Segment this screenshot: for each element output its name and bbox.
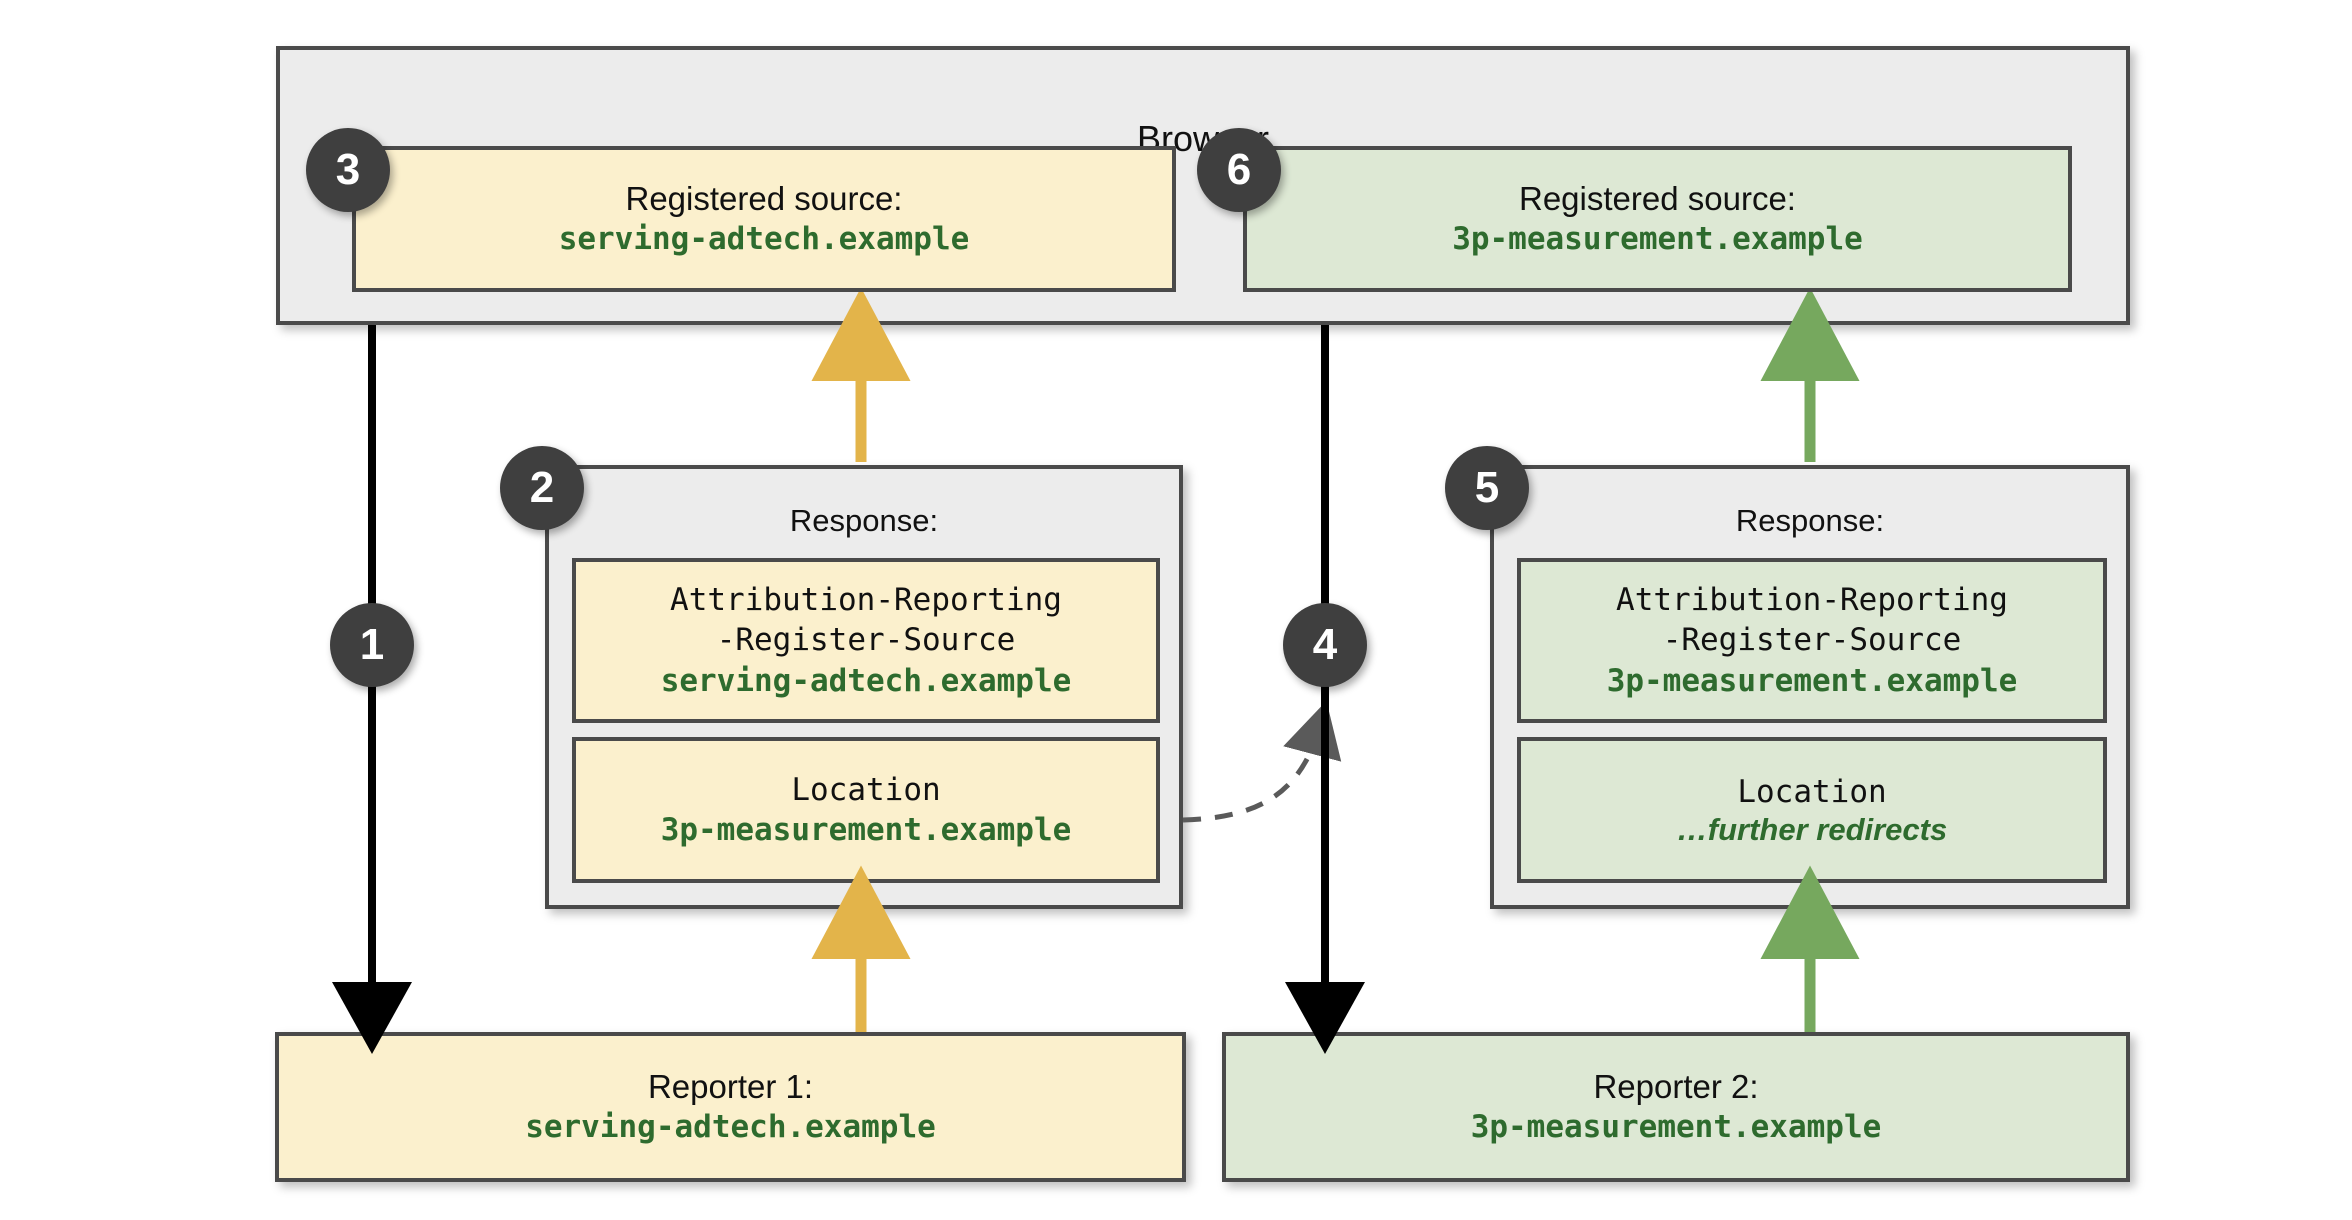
reporter-2-box: Reporter 2: 3p-measurement.example xyxy=(1222,1032,2130,1182)
step-badge-4: 4 xyxy=(1283,603,1367,687)
reporter-1-box: Reporter 1: serving-adtech.example xyxy=(275,1032,1186,1182)
registered-source-6-value: 3p-measurement.example xyxy=(1452,221,1863,258)
response-5-location-name: Location xyxy=(1737,773,1887,810)
response-5-location-value: …further redirects xyxy=(1676,812,1948,848)
registered-source-box-6: Registered source: 3p-measurement.exampl… xyxy=(1243,146,2072,292)
reporter-2-value: 3p-measurement.example xyxy=(1470,1109,1882,1146)
response-5-header-name-line1: Attribution-Reporting xyxy=(1616,582,2008,619)
response-5-header-name-line2: -Register-Source xyxy=(1662,622,1962,659)
reporter-2-title: Reporter 2: xyxy=(1593,1068,1759,1106)
step-badge-2: 2 xyxy=(500,446,584,530)
response-5-header-value: 3p-measurement.example xyxy=(1606,662,2018,699)
step-badge-1: 1 xyxy=(330,603,414,687)
response-box-5: Response: Attribution-Reporting -Registe… xyxy=(1490,465,2130,909)
response-2-header-value: serving-adtech.example xyxy=(660,662,1072,699)
registered-source-3-title: Registered source: xyxy=(625,180,903,218)
response-2-header-location: Location 3p-measurement.example xyxy=(572,737,1160,883)
reporter-1-value: serving-adtech.example xyxy=(525,1109,936,1146)
registered-source-6-title: Registered source: xyxy=(1519,180,1796,218)
registered-source-box-3: Registered source: serving-adtech.exampl… xyxy=(352,146,1176,292)
response-2-header-name-line2: -Register-Source xyxy=(716,622,1016,659)
response-5-header-register-source: Attribution-Reporting -Register-Source 3… xyxy=(1517,558,2107,723)
step-badge-3: 3 xyxy=(306,128,390,212)
step-badge-5: 5 xyxy=(1445,446,1529,530)
response-2-header-register-source: Attribution-Reporting -Register-Source s… xyxy=(572,558,1160,723)
response-2-location-name: Location xyxy=(791,771,941,808)
response-2-header-name-line1: Attribution-Reporting xyxy=(670,582,1062,619)
registered-source-3-value: serving-adtech.example xyxy=(558,221,970,258)
step-badge-6: 6 xyxy=(1197,128,1281,212)
reporter-1-title: Reporter 1: xyxy=(647,1068,814,1106)
response-5-label: Response: xyxy=(1735,503,1885,538)
response-box-2: Response: Attribution-Reporting -Registe… xyxy=(545,465,1183,909)
response-5-header-location: Location …further redirects xyxy=(1517,737,2107,883)
response-2-location-value: 3p-measurement.example xyxy=(660,812,1072,848)
response-2-label: Response: xyxy=(789,503,939,538)
arrow-redirect-hop xyxy=(1182,700,1342,823)
